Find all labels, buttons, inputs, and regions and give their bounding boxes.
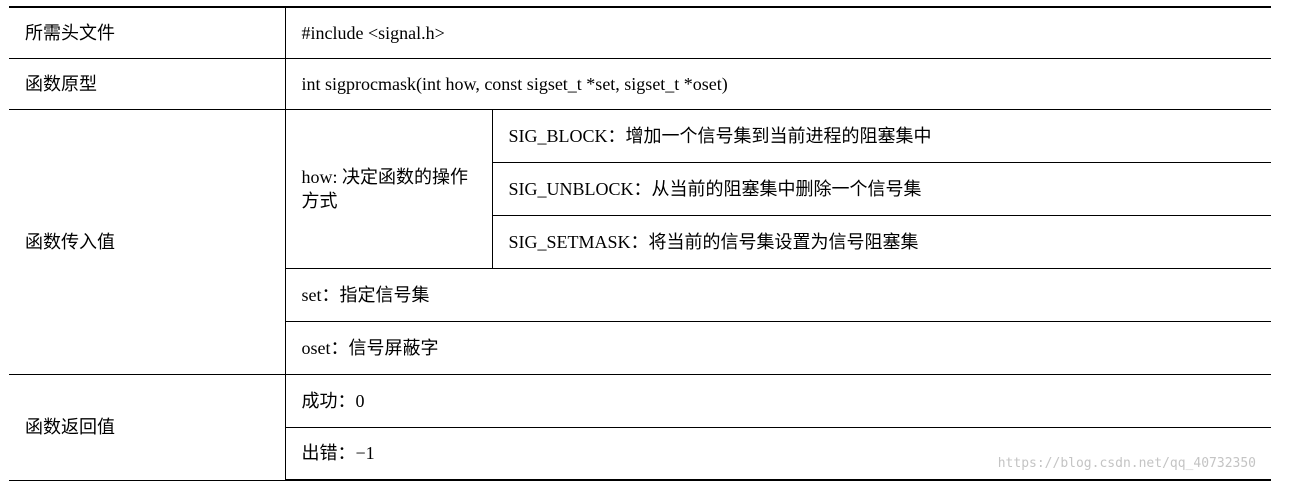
header-file-value: #include <signal.h> <box>285 6 1271 59</box>
row-return-success: 函数返回值 成功：0 <box>9 373 1271 481</box>
row-params-how-setmask: SIG_SETMASK：将当前的信号集设置为信号阻塞集 <box>9 214 1271 269</box>
header-file-label: 所需头文件 <box>9 6 286 59</box>
row-prototype: 函数原型 int sigprocmask(int how, const sigs… <box>9 57 1271 110</box>
oset-param-description: oset：信号屏蔽字 <box>285 320 1271 375</box>
row-return-error: 出错：−1 <box>9 426 1271 481</box>
return-error-value: 出错：−1 <box>285 426 1271 481</box>
return-value-label: 函数返回值 <box>9 373 286 481</box>
return-success-value: 成功：0 <box>285 373 1271 428</box>
row-params-how-unblock: SIG_UNBLOCK：从当前的阻塞集中删除一个信号集 <box>9 161 1271 216</box>
how-option-sig-setmask: SIG_SETMASK：将当前的信号集设置为信号阻塞集 <box>492 214 1271 269</box>
how-param-description: how: 决定函数的操作方式 <box>285 108 493 269</box>
set-param-description: set：指定信号集 <box>285 267 1271 322</box>
row-header-file: 所需头文件 #include <signal.h> <box>9 6 1271 59</box>
sigprocmask-api-table: 所需头文件 #include <signal.h> 函数原型 int sigpr… <box>9 6 1271 481</box>
row-params-how-block: 函数传入值 how: 决定函数的操作方式 SIG_BLOCK：增加一个信号集到当… <box>9 108 1271 375</box>
prototype-value: int sigprocmask(int how, const sigset_t … <box>285 57 1271 110</box>
how-option-sig-unblock: SIG_UNBLOCK：从当前的阻塞集中删除一个信号集 <box>492 161 1271 216</box>
csdn-watermark: https://blog.csdn.net/qq_40732350 <box>997 456 1256 471</box>
params-label: 函数传入值 <box>9 108 286 375</box>
how-option-sig-block: SIG_BLOCK：增加一个信号集到当前进程的阻塞集中 <box>492 108 1271 163</box>
prototype-label: 函数原型 <box>9 57 286 110</box>
